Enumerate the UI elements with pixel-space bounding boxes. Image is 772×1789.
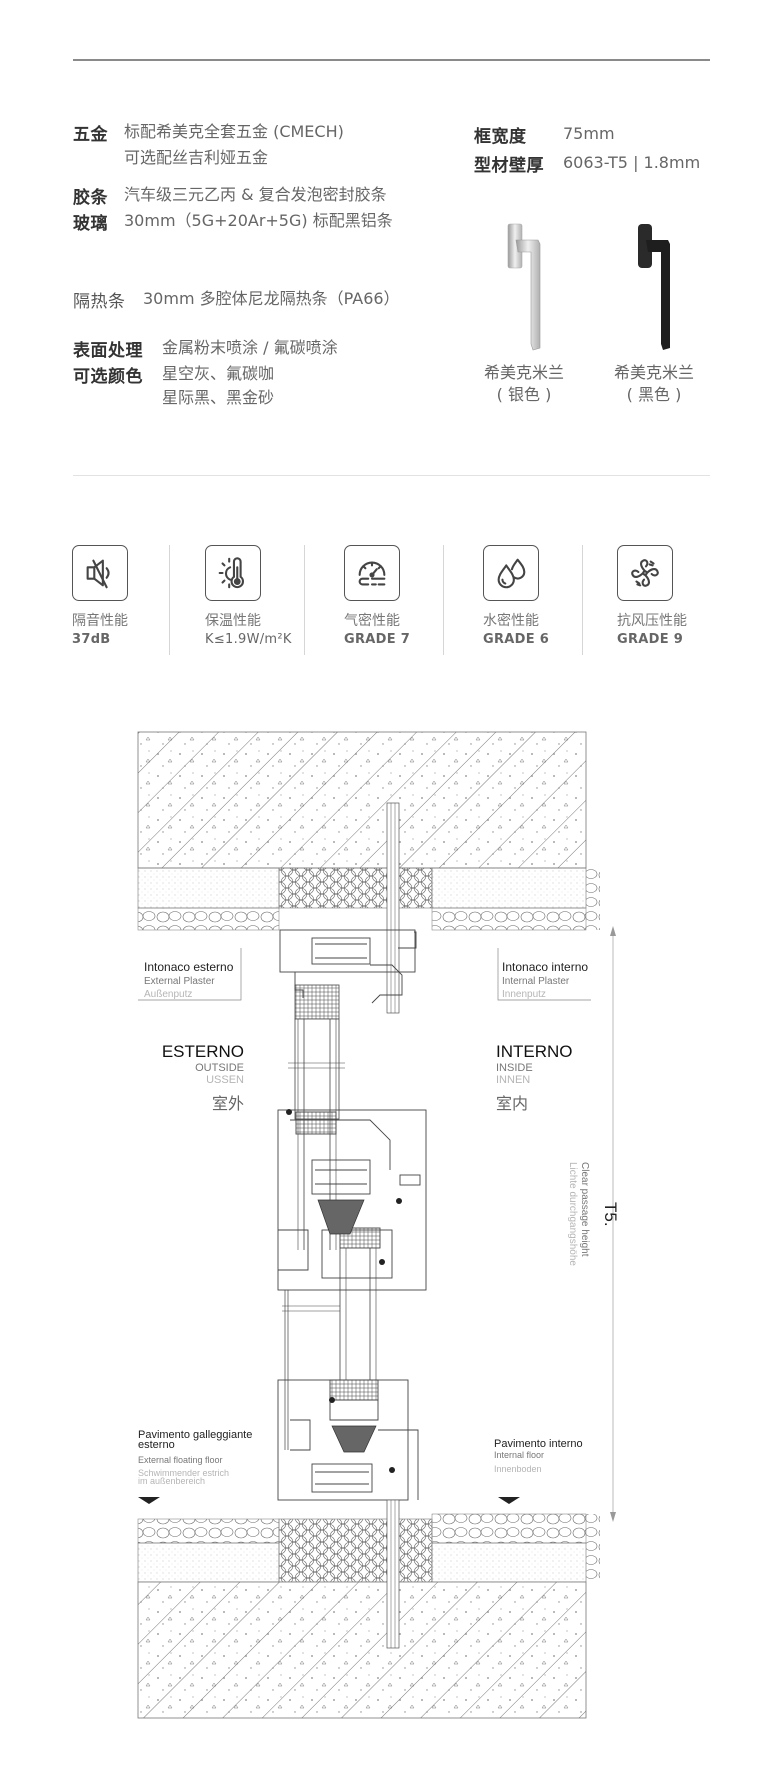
middle-divider [73, 475, 710, 476]
internal-floor-en: Internal floor [494, 1450, 545, 1460]
handle-silver-color: ( 银色 ) [496, 385, 552, 404]
feature-thermal-name: 保温性能 [205, 613, 261, 629]
spec-value-thermal-strip: 30mm 多腔体尼龙隔热条（PA66） [143, 289, 400, 308]
zone-outside-cn: 室外 [211, 1096, 244, 1113]
label-external-plaster-de: Außenputz [144, 989, 193, 1000]
wind-pressure-icon [617, 545, 673, 601]
feature-sound-value: 37dB [72, 632, 111, 647]
label-internal-plaster-de: Innenputz [502, 989, 546, 1000]
thermal-insulation-icon [205, 545, 261, 601]
spec-value-hardware-1: 标配希美克全套五金 (CMECH) [124, 122, 344, 141]
clear-height-label: Clear passage height Lichte durchgangshö… [490, 1162, 620, 1362]
feature-wind-value: GRADE 9 [617, 632, 684, 647]
handle-silver-image [500, 222, 550, 352]
zone-outside-it: ESTERNO [161, 1042, 244, 1061]
external-floor-de-1: Schwimmender estrich [138, 1468, 230, 1478]
handle-black-caption: 希美克米兰 ( 黑色 ) [599, 362, 709, 406]
clear-height-code: T5. [601, 1202, 620, 1227]
spec-label-glass: 玻璃 [73, 214, 108, 234]
feature-water: 水密性能 GRADE 6 [483, 545, 593, 647]
spec-value-glass: 30mm（5G+20Ar+5G) 标配黑铝条 [124, 211, 393, 230]
spec-value-surface: 金属粉末喷涂 / 氟碳喷涂 [162, 338, 338, 357]
handle-silver-caption: 希美克米兰 ( 银色 ) [469, 362, 579, 406]
feature-wind-name: 抗风压性能 [617, 613, 687, 629]
zone-inside-de: INNEN [496, 1074, 531, 1086]
zone-inside-it: INTERNO [496, 1042, 573, 1061]
feature-water-value: GRADE 6 [483, 632, 550, 647]
feature-thermal-value: K≤1.9W/m²K [205, 632, 292, 647]
spec-label-thermal-strip: 隔热条 [73, 292, 126, 312]
feature-air: 气密性能 GRADE 7 [344, 545, 454, 647]
feature-sound-name: 隔音性能 [72, 613, 128, 629]
spec-value-colors-1: 星空灰、氟碳咖 [162, 364, 275, 383]
feature-wind: 抗风压性能 GRADE 9 [617, 545, 727, 647]
spec-label-gasket: 胶条 [73, 188, 108, 208]
spec-label-frame-width: 框宽度 [474, 127, 527, 147]
spec-label-surface: 表面处理 [73, 341, 143, 361]
water-tightness-icon [483, 545, 539, 601]
external-floor-en: External floating floor [138, 1455, 223, 1465]
external-floor-it-2: esterno [138, 1439, 175, 1451]
spec-value-wall-thickness: 6063-T5 | 1.8mm [563, 153, 701, 172]
spec-value-frame-width: 75mm [563, 124, 615, 143]
feature-separator [582, 545, 583, 655]
spec-value-hardware-2: 可选配丝吉利娅五金 [124, 148, 269, 167]
spec-value-gasket: 汽车级三元乙丙 & 复合发泡密封胶条 [124, 185, 387, 204]
feature-air-name: 气密性能 [344, 613, 400, 629]
spec-value-colors-2: 星际黑、黑金砂 [162, 388, 275, 407]
handle-silver-name: 希美克米兰 [483, 363, 564, 382]
feature-water-name: 水密性能 [483, 613, 539, 629]
feature-separator [304, 545, 305, 655]
label-internal-plaster-it: Intonaco interno [502, 960, 589, 974]
zone-outside-de: USSEN [206, 1074, 244, 1086]
feature-thermal: 保温性能 K≤1.9W/m²K [205, 545, 315, 647]
clear-height-de: Lichte durchgangshöhe [567, 1162, 578, 1266]
handle-black-color: ( 黑色 ) [626, 385, 682, 404]
internal-floor-label: Pavimento interno Internal floor Innenbo… [494, 1438, 583, 1474]
zone-inside-cn: 室内 [496, 1096, 529, 1113]
zone-outside: ESTERNO OUTSIDE USSEN 室外 [130, 1042, 244, 1114]
internal-floor-it: Pavimento interno [494, 1438, 583, 1450]
handle-black-image [630, 222, 680, 352]
air-tightness-icon [344, 545, 400, 601]
feature-separator [443, 545, 444, 655]
external-floor-de-2: im außenbereich [138, 1476, 206, 1486]
external-floor-label: Pavimento galleggiante esterno External … [138, 1430, 252, 1486]
zone-outside-en: OUTSIDE [195, 1062, 244, 1074]
external-floor-it-1: Pavimento galleggiante [138, 1429, 253, 1441]
spec-label-wall-thickness: 型材壁厚 [474, 156, 544, 176]
feature-air-value: GRADE 7 [344, 632, 411, 647]
feature-sound: 隔音性能 37dB [72, 545, 182, 647]
zone-inside: INTERNO INSIDE INNEN 室内 [496, 1042, 573, 1114]
feature-separator [169, 545, 170, 655]
internal-floor-de: Innenboden [494, 1464, 542, 1474]
sound-insulation-icon [72, 545, 128, 601]
label-external-plaster-en: External Plaster [144, 976, 215, 987]
zone-inside-en: INSIDE [496, 1062, 533, 1074]
window-section-drawing: Intonaco esterno External Plaster Außenp… [0, 690, 772, 1789]
label-external-plaster-it: Intonaco esterno [144, 960, 234, 974]
label-internal-plaster-en: Internal Plaster [502, 976, 570, 987]
spec-label-hardware: 五金 [73, 125, 108, 145]
handle-black-name: 希美克米兰 [613, 363, 694, 382]
spec-label-colors: 可选颜色 [73, 367, 143, 387]
clear-height-en: Clear passage height [579, 1162, 590, 1257]
top-divider [73, 59, 710, 61]
